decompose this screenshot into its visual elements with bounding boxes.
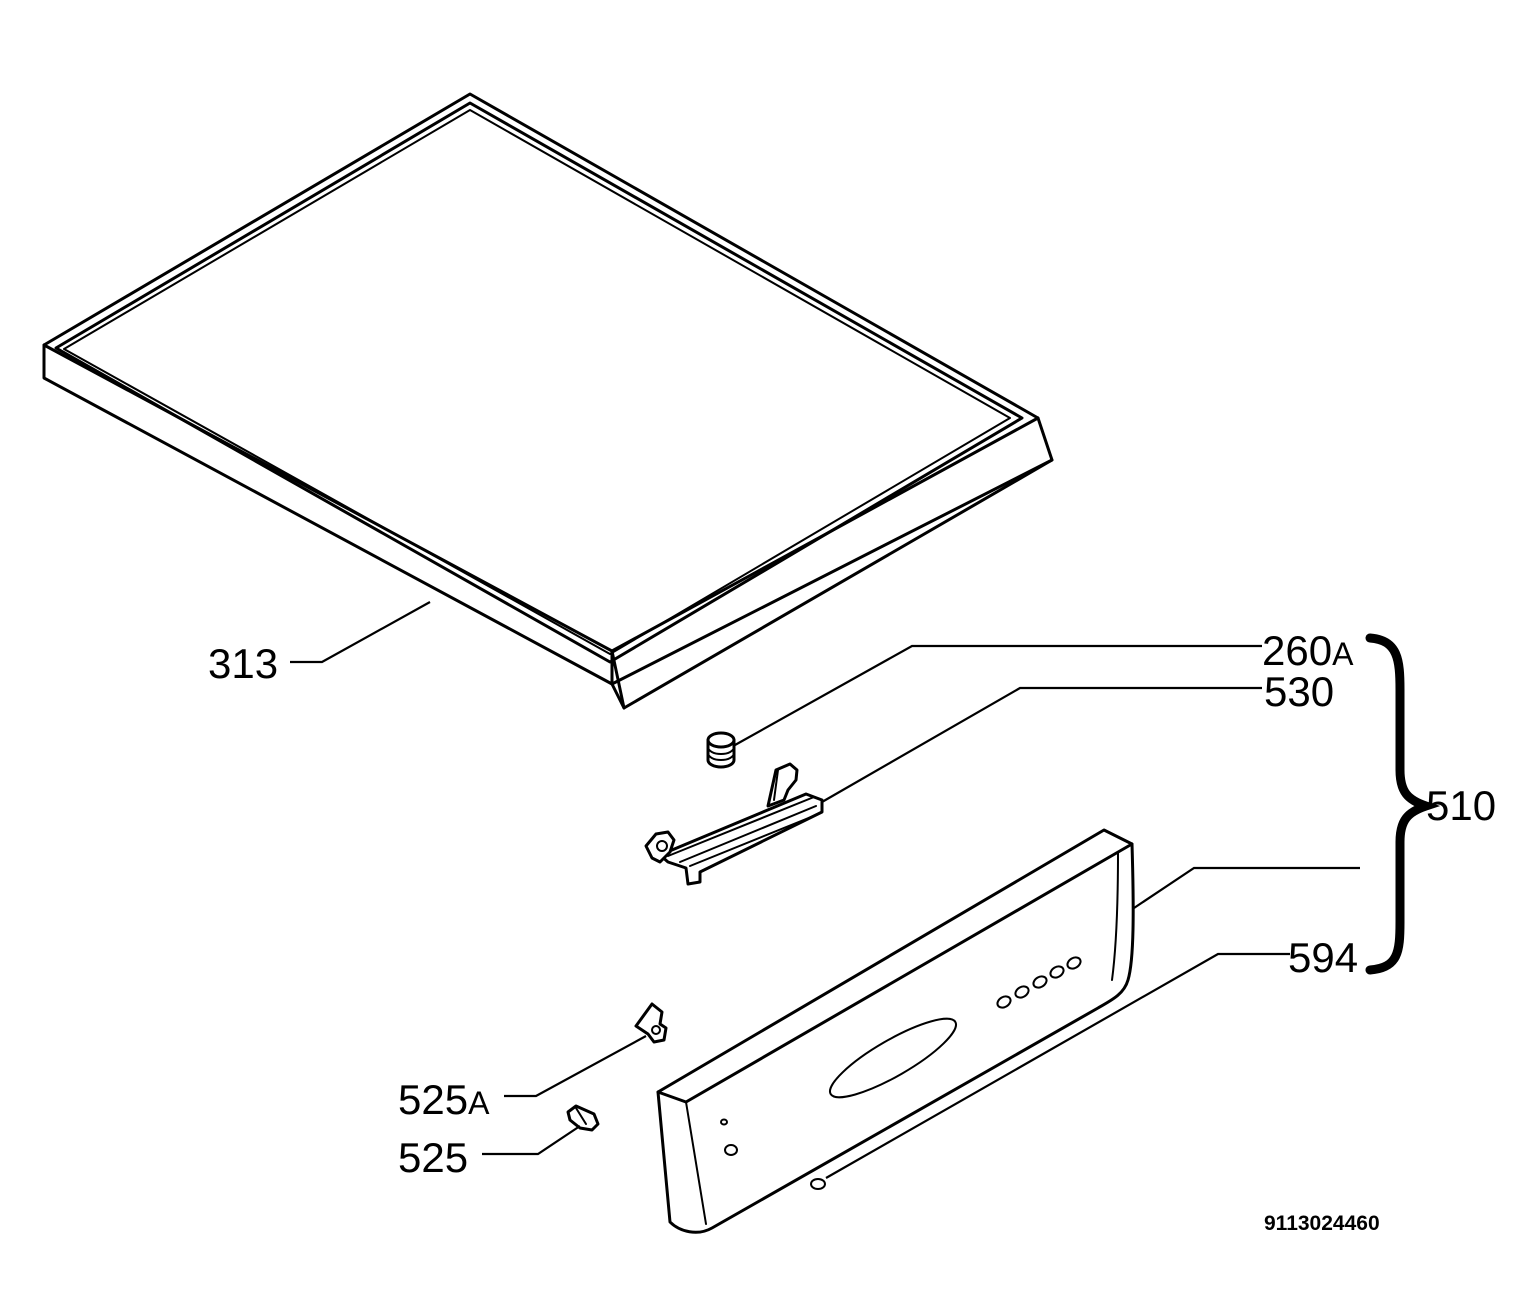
leader-lines [290, 601, 1360, 1179]
screw-part [706, 731, 736, 769]
label-530: 530 [1264, 668, 1334, 715]
label-510: 510 [1426, 782, 1496, 829]
knob-a-part [634, 1002, 668, 1044]
leader-530 [821, 686, 1262, 803]
label-313: 313 [208, 640, 278, 687]
label-260a: 260A [1262, 627, 1354, 674]
label-594: 594 [1288, 934, 1358, 981]
label-260-number: 260 [1262, 627, 1332, 674]
leader-525a [504, 1035, 647, 1098]
assembly-brace [1365, 633, 1441, 975]
leader-panel [1133, 866, 1360, 909]
label-525a-number: 525 [398, 1076, 468, 1123]
label-525a: 525A [398, 1076, 490, 1123]
leader-594 [825, 952, 1290, 1179]
document-id: 9113024460 [1264, 1212, 1380, 1235]
leader-525 [482, 1125, 581, 1156]
control-panel-part [656, 828, 1135, 1234]
knob-part [566, 1104, 600, 1132]
leader-313 [290, 601, 431, 664]
label-525a-suffix: A [468, 1085, 490, 1121]
hinge-part [644, 762, 824, 886]
lid-part [42, 92, 1054, 710]
leader-260a [734, 644, 1262, 746]
label-525: 525 [398, 1134, 468, 1181]
label-260-suffix: A [1332, 636, 1354, 672]
